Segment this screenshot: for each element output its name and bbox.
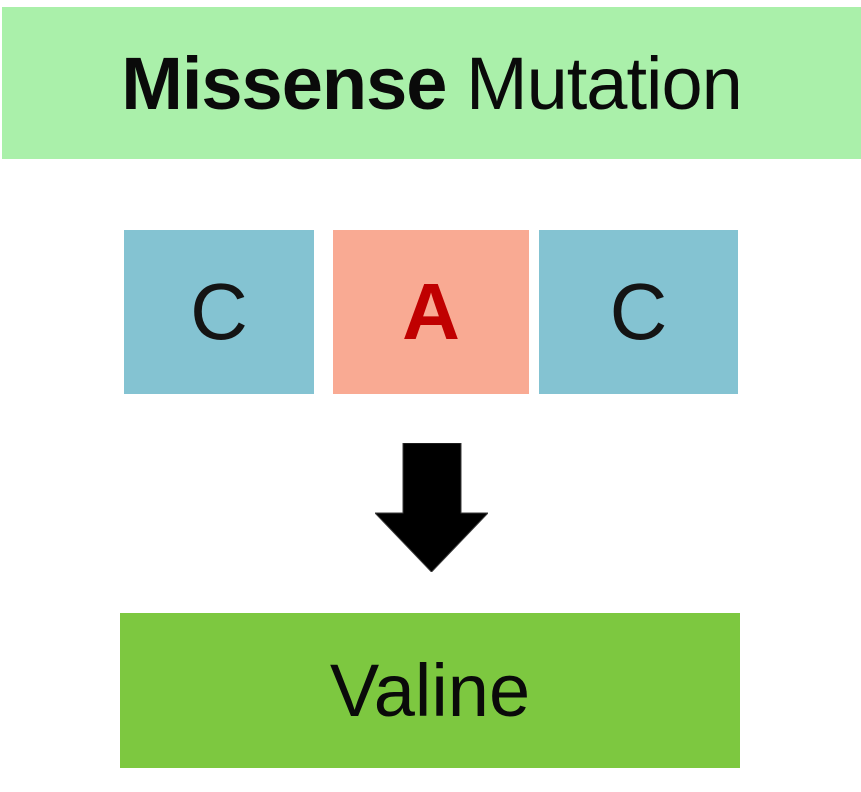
diagram-title: Missense Mutation (121, 41, 743, 126)
codon-base-letter-2-mutated: A (402, 267, 460, 356)
codon-base-letter-1: C (190, 267, 248, 356)
amino-acid-label: Valine (329, 649, 531, 732)
codon-base-letter-3: C (609, 267, 668, 356)
codon-base-box-1: C (124, 230, 314, 394)
title-banner: Missense Mutation (2, 7, 861, 159)
codon-base-box-3: C (539, 230, 738, 394)
title-rest-word: Mutation (446, 41, 743, 125)
amino-acid-result-box: Valine (120, 613, 740, 768)
title-highlight-word: Missense (121, 41, 447, 125)
codon-base-box-2-mutated: A (333, 230, 529, 394)
down-arrow-icon (375, 443, 488, 572)
